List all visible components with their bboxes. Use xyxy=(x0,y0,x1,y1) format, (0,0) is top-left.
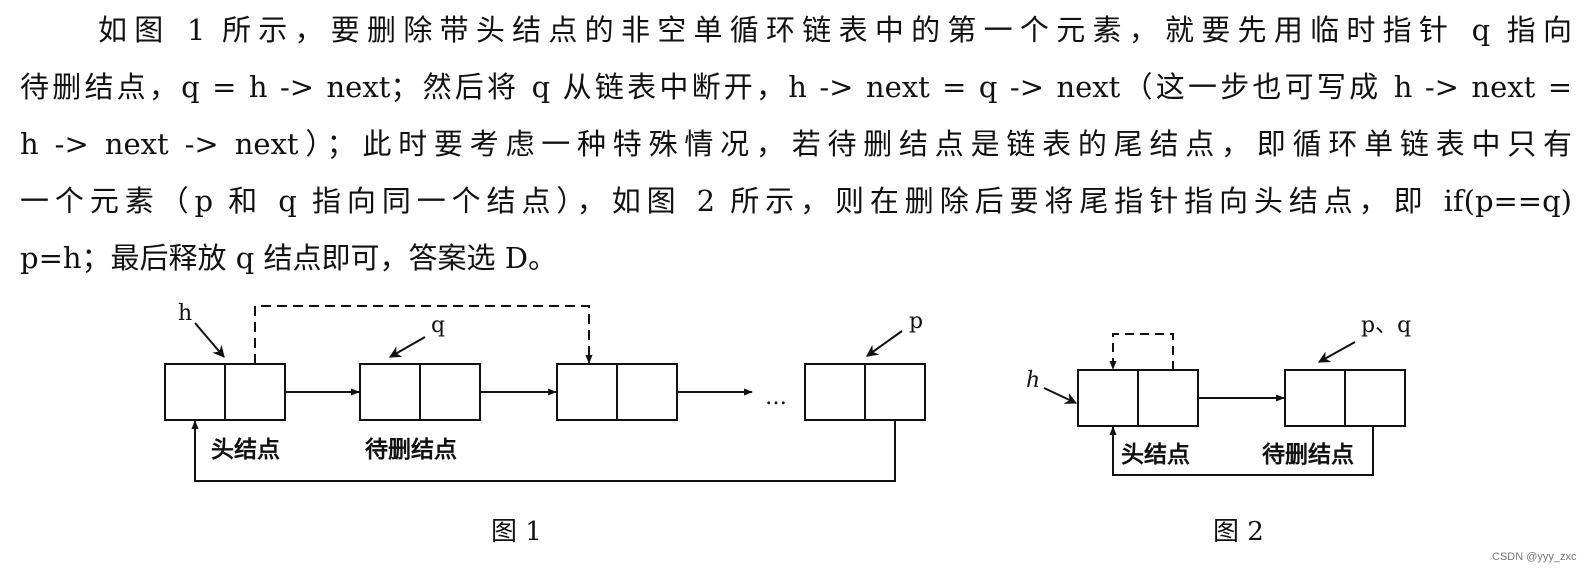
paragraph-line-1: 如图 1 所示，要删除带头结点的非空单循环链表中的第一个元素，就要先用临时指针 … xyxy=(98,13,1572,47)
fig1-tail-node xyxy=(804,363,926,421)
fig1-h-pointer-arrow xyxy=(194,322,225,358)
fig2-head-node xyxy=(1077,369,1199,427)
fig2-caption: 图 2 xyxy=(1213,517,1264,547)
fig1-delete-node-label: 待删结点 xyxy=(365,436,457,463)
fig1-delete-node xyxy=(359,363,481,421)
fig2-delete-node-label: 待删结点 xyxy=(1262,441,1354,468)
fig1-head-node xyxy=(164,363,286,421)
fig1-head-node-label: 头结点 xyxy=(211,437,280,463)
fig1-circular-link xyxy=(191,420,896,482)
figure-2 xyxy=(1043,333,1406,476)
fig2-pq-label: p、q xyxy=(1361,313,1411,338)
paragraph-line-5: p=h；最后释放 q 结点即可，答案选 D。 xyxy=(20,241,558,275)
figure-1 xyxy=(164,305,926,482)
paragraph-line-2: 待删结点，q = h -> next；然后将 q 从链表中断开，h -> nex… xyxy=(20,70,1572,104)
fig1-h-label: h xyxy=(178,301,192,326)
fig1-caption: 图 1 xyxy=(491,517,542,547)
fig2-h-pointer-arrow xyxy=(1043,387,1078,404)
fig2-delete-node xyxy=(1284,369,1406,427)
fig2-dashed-self-loop xyxy=(1109,333,1174,370)
paragraph-line-3: h -> next -> next）；此时要考虑一种特殊情况，若待删结点是链表的… xyxy=(20,127,1572,161)
fig1-ellipsis: … xyxy=(765,385,787,410)
paragraph-line-4: 一个元素（p 和 q 指向同一个结点），如图 2 所示，则在删除后要将尾指针指向… xyxy=(20,184,1572,218)
watermark: CSDN @yyy_zxc xyxy=(1492,551,1577,563)
fig2-pq-pointer-arrow xyxy=(1317,341,1356,363)
fig1-p-pointer-arrow xyxy=(866,330,903,357)
fig1-p-label: p xyxy=(909,309,923,334)
fig1-third-node xyxy=(556,363,678,421)
fig1-q-label: q xyxy=(431,313,445,338)
fig1-dashed-bypass xyxy=(254,305,593,364)
fig2-head-node-label: 头结点 xyxy=(1121,442,1190,468)
fig2-h-label: h xyxy=(1026,368,1040,393)
fig1-q-pointer-arrow xyxy=(388,336,426,358)
fig2-circular-link xyxy=(1109,426,1374,476)
explanation-paragraph: 如图 1 所示，要删除带头结点的非空单循环链表中的第一个元素，就要先用临时指针 … xyxy=(20,2,1572,287)
